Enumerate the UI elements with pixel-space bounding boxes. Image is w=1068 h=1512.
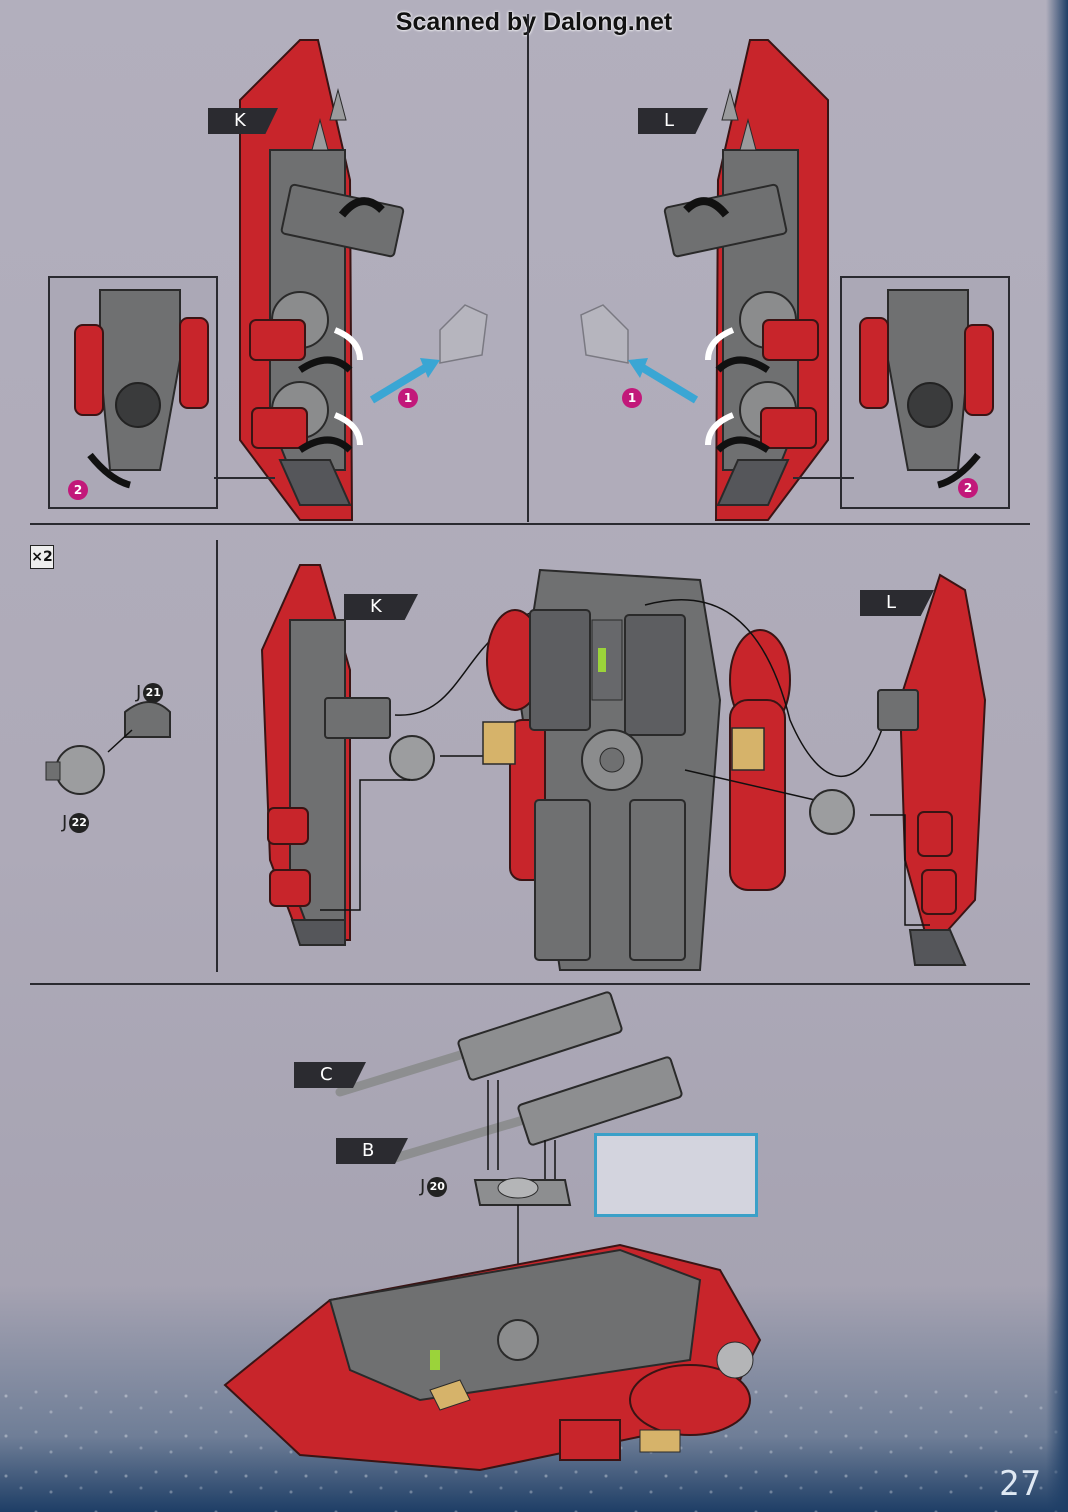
part-j20-number: 20: [427, 1177, 448, 1197]
panel-k-step-2: 2: [68, 480, 88, 500]
panel-k-step-1: 1: [398, 388, 418, 408]
cannon-b-label: B: [336, 1138, 408, 1164]
quantity-badge: ×2: [30, 545, 54, 569]
mecha-flight-mode-drawing: [223, 1243, 762, 1472]
divider-horizontal-1: [30, 523, 1030, 525]
divider-top-vertical: [527, 14, 529, 522]
part-j21-number: 21: [143, 683, 164, 703]
assembly-l-label: L: [860, 590, 934, 616]
panel-l-step-1: 1: [622, 388, 642, 408]
part-j22-letter: J: [62, 812, 68, 833]
part-j20-letter: J: [420, 1176, 426, 1197]
joint-parts-drawing: [45, 701, 171, 795]
left-leg-side-drawing: [260, 564, 561, 946]
leg-l-drawing: [580, 39, 994, 521]
cannon-c-label: C: [294, 1062, 366, 1088]
divider-horizontal-2: [30, 983, 1030, 985]
assembly-k-label: K: [344, 594, 418, 620]
panel-l-step-2: 2: [958, 478, 978, 498]
part-j21-letter: J: [136, 682, 142, 703]
page-number: 27: [999, 1464, 1042, 1504]
divider-middle-vertical: [216, 540, 218, 972]
right-leg-side-drawing: [809, 573, 987, 966]
page-edge: [1046, 0, 1068, 1512]
panel-l-label: L: [638, 108, 708, 134]
torso-drawing: [482, 568, 886, 971]
cannons-drawing: [335, 991, 683, 1337]
leg-k-drawing: [74, 39, 488, 521]
panel-k-label: K: [208, 108, 278, 134]
scan-watermark: Scanned by Dalong.net: [395, 8, 673, 36]
detail-inset-box: [594, 1133, 758, 1217]
part-j22-number: 22: [69, 813, 90, 833]
